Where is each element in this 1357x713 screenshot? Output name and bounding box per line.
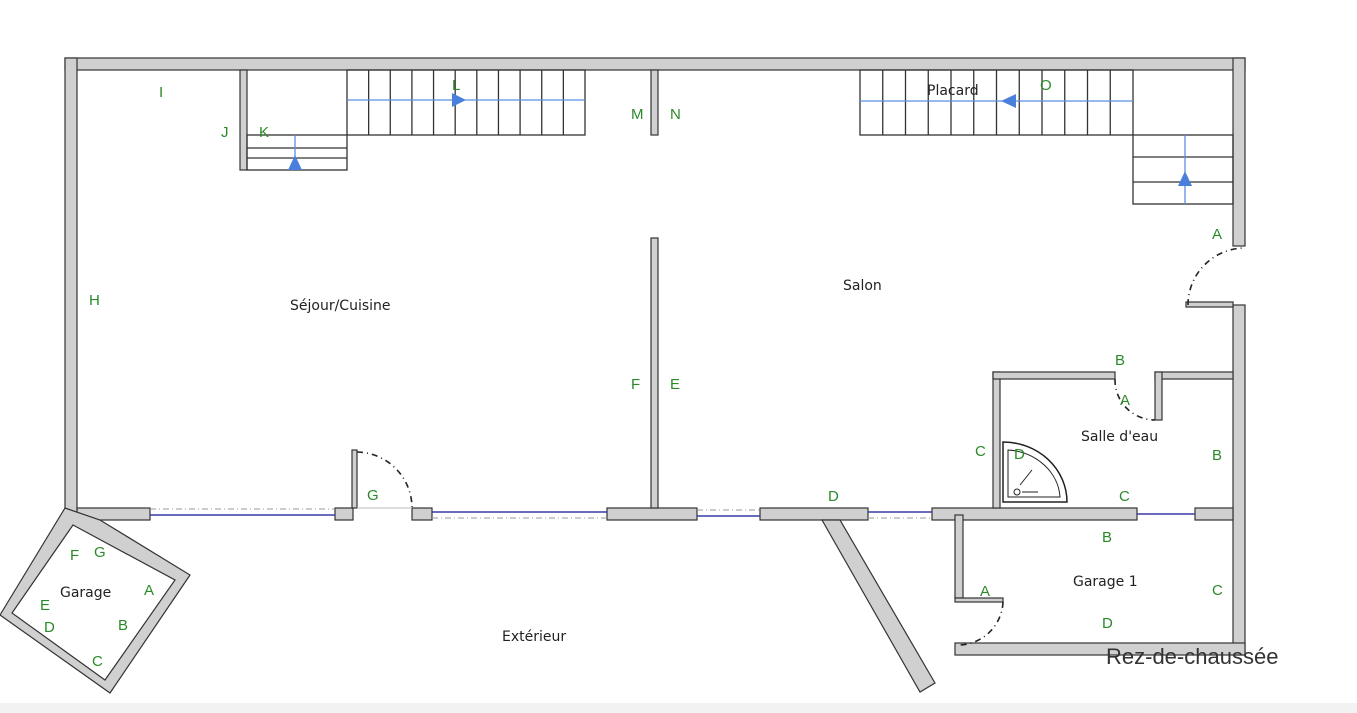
marker: E [40,597,50,614]
marker: C [1212,582,1223,599]
shower-icon [1002,441,1068,503]
marker: K [259,124,269,141]
marker: C [975,443,986,460]
marker: G [94,544,106,561]
marker: L [452,77,460,94]
marker: B [1102,529,1112,546]
stair-arrow-right-icon [452,93,466,107]
marker: D [1014,446,1025,463]
room-label-salon: Salon [843,278,882,294]
marker: D [44,619,55,636]
marker: D [828,488,839,505]
stair-arrow-up-icon [1178,171,1192,186]
marker: D [1102,615,1113,632]
marker: E [670,376,680,393]
room-label-garage: Garage [60,585,111,601]
marker: A [1120,392,1130,409]
stairs-left [246,69,586,171]
marker: C [92,653,103,670]
marker: M [631,106,644,123]
footer-bar [0,703,1357,713]
marker: O [1040,77,1052,94]
marker: B [1115,352,1125,369]
room-label-placard: Placard [927,83,979,99]
room-label-garage1: Garage 1 [1073,574,1138,590]
marker: J [221,124,229,141]
marker: C [1119,488,1130,505]
walls [0,57,1246,694]
marker: B [118,617,128,634]
marker: F [631,376,640,393]
room-label-sejour: Séjour/Cuisine [290,298,391,314]
marker: B [1212,447,1222,464]
stairs-right [859,69,1234,205]
wall-markers: I J K L M H F G N O A E D C B A B C D A … [40,77,1223,670]
marker: A [980,583,990,600]
marker: A [144,582,154,599]
marker: I [159,84,163,101]
doors [356,247,1246,646]
floor-title: Rez-de-chaussée [1106,644,1278,669]
room-label-salle-eau: Salle d'eau [1081,429,1158,445]
marker: F [70,547,79,564]
marker: A [1212,226,1222,243]
windows [150,508,1195,519]
marker: G [367,487,379,504]
stair-arrow-up-icon [288,155,302,170]
marker: N [670,106,681,123]
room-label-exterieur: Extérieur [502,629,566,645]
stair-arrow-left-icon [1001,94,1016,108]
marker: H [89,292,100,309]
